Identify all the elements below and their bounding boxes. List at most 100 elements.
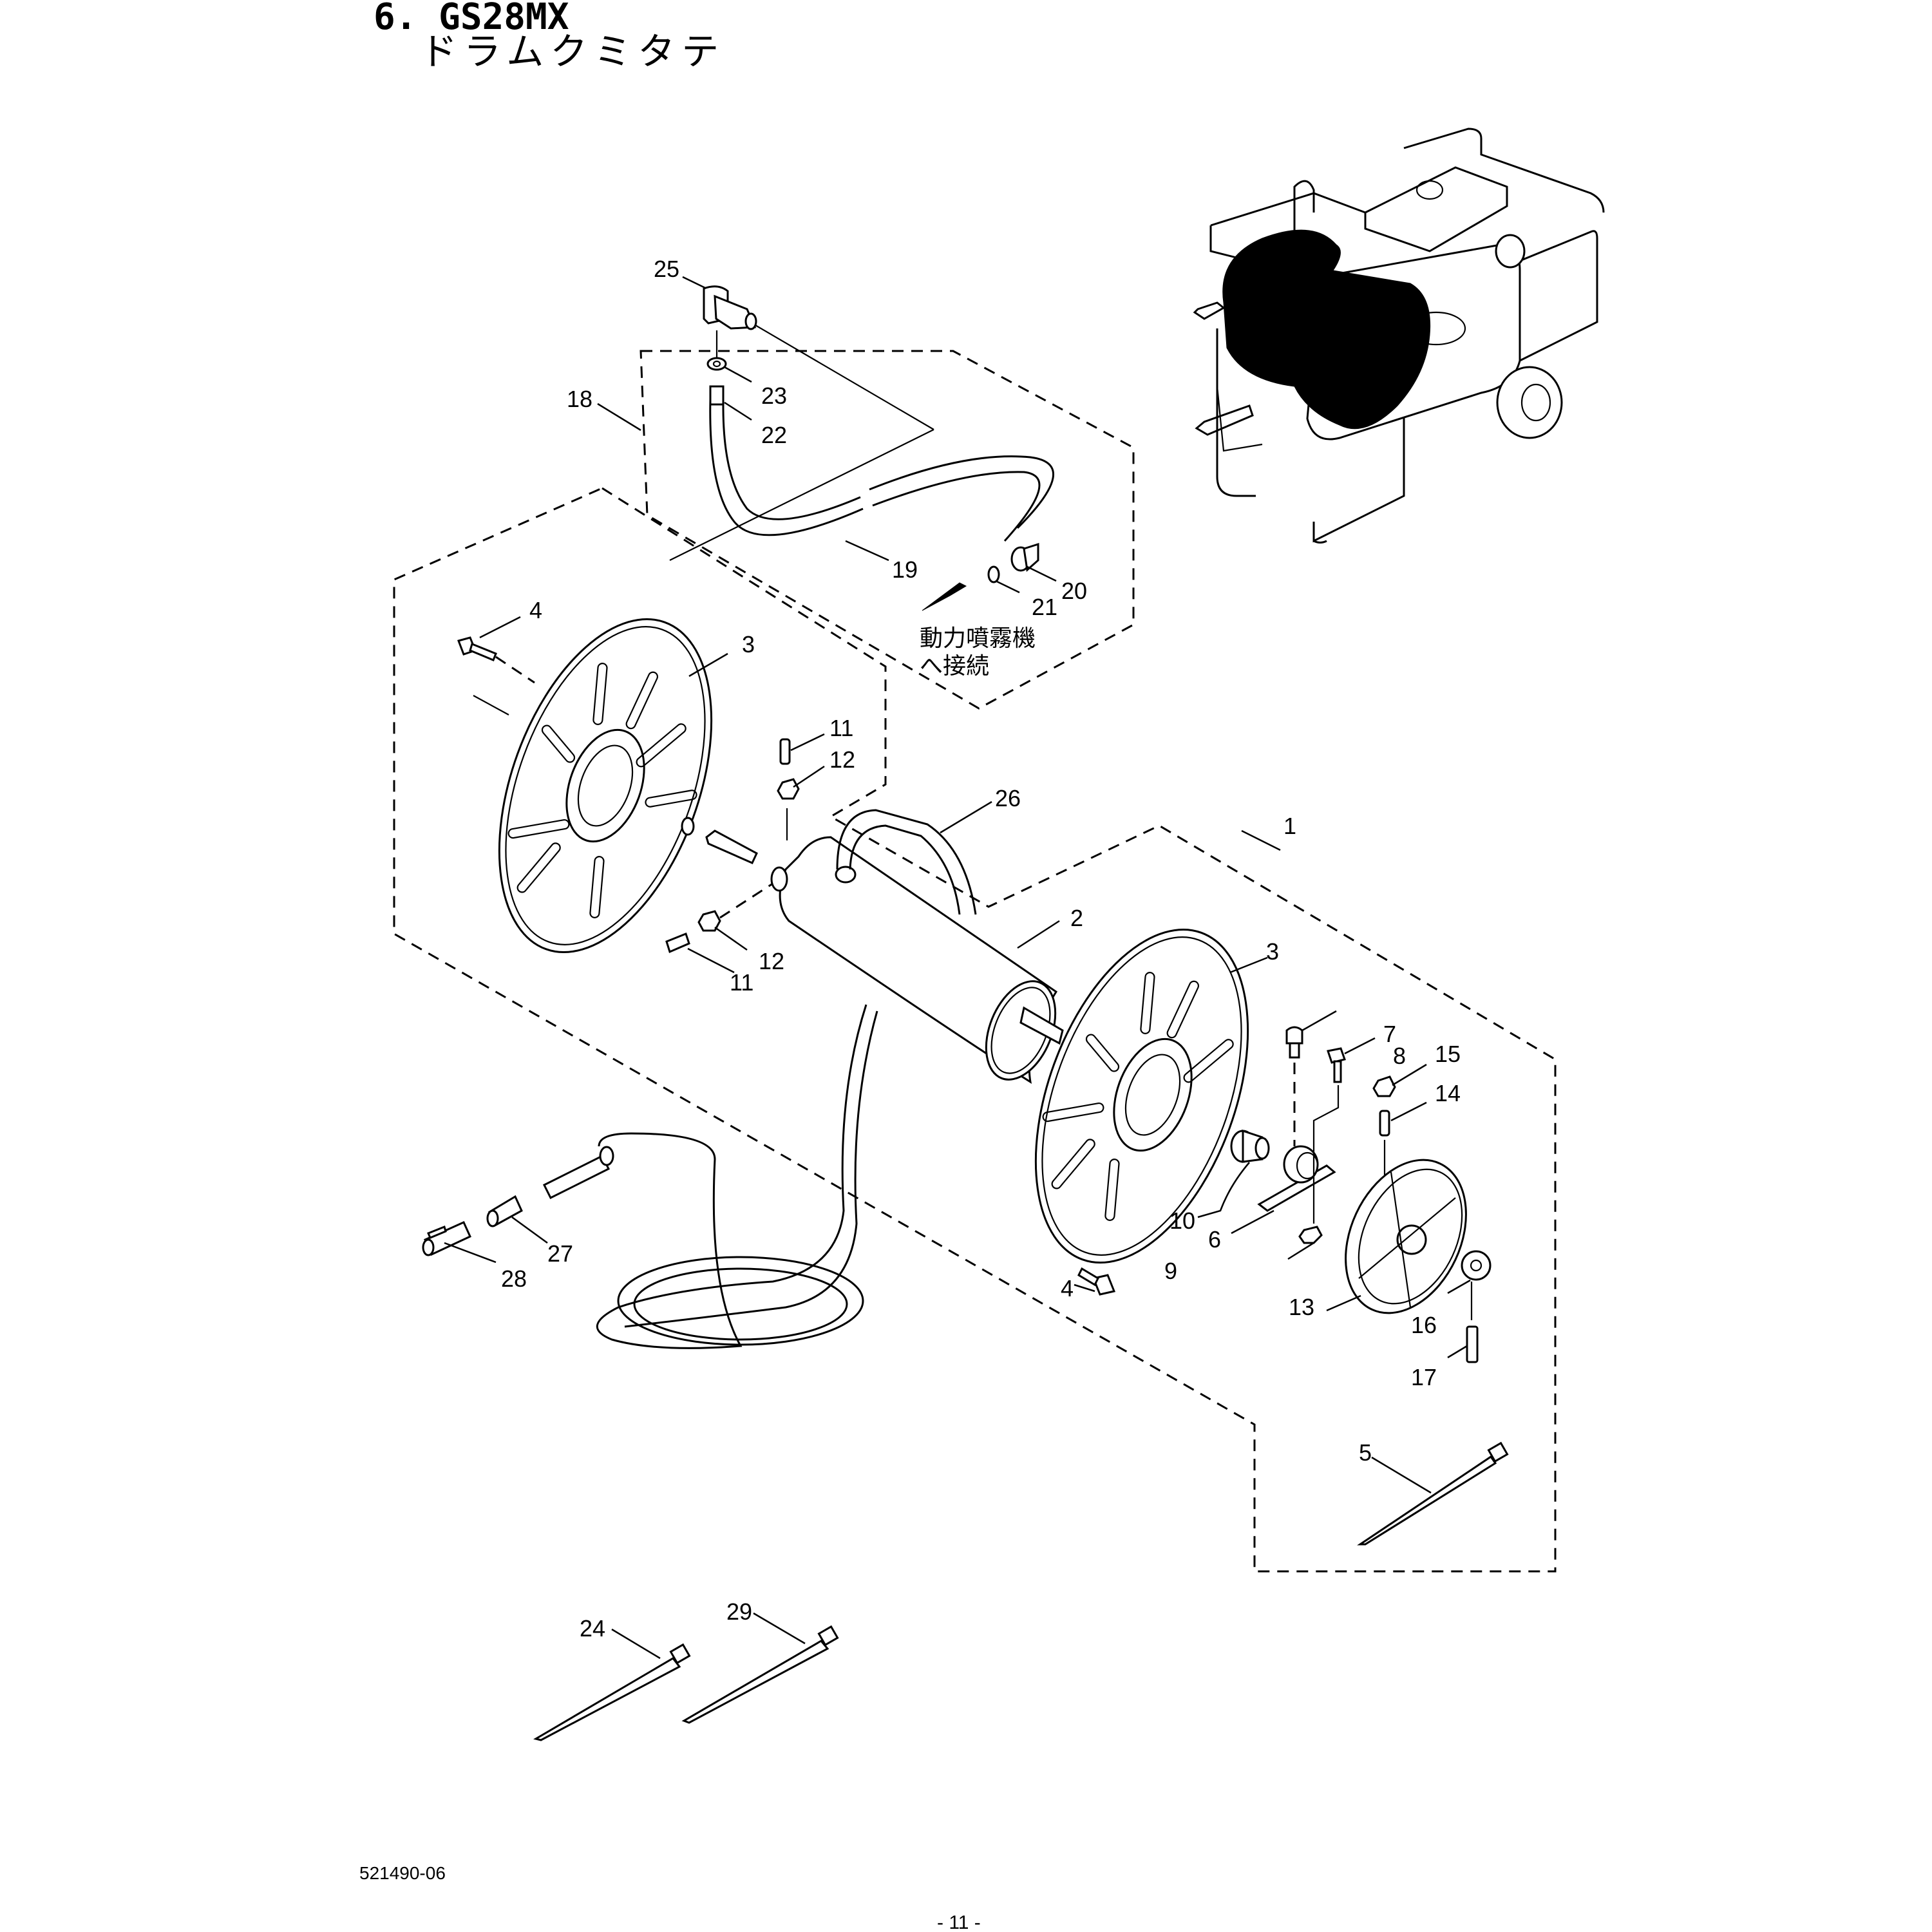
machine-frame-right — [1448, 230, 1598, 362]
callout-4-upper: 4 — [529, 597, 542, 623]
part-13-pulley — [1345, 1159, 1467, 1314]
leader-4b — [1074, 1283, 1095, 1293]
power-sprayer-machine-illustration — [1193, 128, 1605, 544]
callout-2: 2 — [1070, 905, 1083, 931]
callout-24: 24 — [580, 1615, 605, 1642]
leader-29 — [753, 1612, 806, 1645]
callout-28: 28 — [501, 1265, 527, 1292]
spray-gun-lower — [1195, 404, 1254, 436]
callout-18: 18 — [567, 386, 592, 412]
leader-16 — [1447, 1279, 1471, 1294]
document-number: 521490-06 — [359, 1863, 446, 1883]
part-16-sprocket — [1461, 1250, 1492, 1281]
group-box-1 — [393, 487, 1557, 1573]
part-19-hose — [709, 399, 1055, 542]
assembly-line-25 — [755, 325, 934, 430]
engine-cap — [1416, 180, 1444, 200]
part-22-hose-fitting — [709, 385, 724, 406]
leader-22 — [724, 401, 752, 421]
part-20-hose-nut — [1010, 542, 1039, 572]
long-hose — [596, 1004, 878, 1349]
part-8-bolt — [1327, 1047, 1346, 1083]
callout-14: 14 — [1435, 1080, 1461, 1106]
part-27-coupler — [486, 1195, 523, 1227]
callout-12-lower: 12 — [759, 948, 784, 974]
part-10-bushing — [1230, 1129, 1270, 1163]
machine-frame-top-left — [1210, 192, 1366, 227]
callout-29: 29 — [726, 1598, 752, 1625]
leader-23 — [724, 366, 752, 383]
part-11-set-screw-upper — [779, 738, 791, 765]
callout-labels: 25 23 22 18 19 20 21 4 3 11 12 26 1 2 3 … — [501, 256, 1461, 1642]
assembly-line-4a-b — [473, 695, 509, 715]
callout-3-left: 3 — [742, 631, 755, 658]
leader-15 — [1392, 1063, 1427, 1086]
leader-4a — [479, 616, 521, 639]
section-title: 6. GS28MX — [374, 0, 569, 38]
machine-frame-top — [1403, 128, 1605, 213]
callout-26: 26 — [995, 785, 1021, 811]
leader-28 — [444, 1242, 497, 1264]
assembly-subtitle: ドラムクミタテ — [420, 30, 725, 73]
part-26-hose-loop-inner — [849, 824, 961, 915]
leader-9 — [1287, 1242, 1314, 1260]
leader-19 — [845, 540, 889, 562]
leader-11b — [687, 947, 735, 974]
leader-25 — [682, 276, 706, 289]
part-11-set-screw-lower — [665, 933, 690, 954]
callout-16: 16 — [1411, 1312, 1437, 1338]
callout-22: 22 — [761, 422, 787, 448]
callout-13: 13 — [1289, 1294, 1314, 1320]
leader-24 — [611, 1628, 661, 1660]
callout-3-right: 3 — [1266, 938, 1279, 965]
machine-frame-front — [1312, 399, 1405, 543]
arrow-pointer-icon — [922, 582, 967, 611]
callout-11-upper: 11 — [829, 715, 853, 741]
spray-gun-upper — [1193, 301, 1226, 320]
drum-crank-handle — [1293, 180, 1315, 232]
callout-15: 15 — [1435, 1041, 1461, 1067]
part-14-set-screw — [1379, 1110, 1390, 1137]
flange-washer — [681, 817, 695, 836]
leader-20 — [1027, 565, 1057, 582]
part-29-cable-tie — [681, 1625, 839, 1724]
part-12-nut-upper — [777, 778, 800, 800]
part-24-cable-tie — [533, 1643, 691, 1741]
callout-7: 7 — [1383, 1021, 1396, 1047]
callout-8: 8 — [1393, 1043, 1406, 1069]
part-26-hose-loop — [836, 809, 977, 915]
leader-13 — [1326, 1294, 1361, 1312]
part-4-bolt-lower — [1077, 1267, 1116, 1296]
assembly-line-8 — [1312, 1085, 1340, 1224]
callout-19: 19 — [892, 556, 918, 583]
connection-note-line1: 動力噴霧機 — [920, 625, 1036, 652]
callout-12-upper: 12 — [829, 746, 855, 773]
leader-21 — [996, 580, 1020, 594]
part-2-drum-barrel — [770, 836, 1064, 1084]
part-7-bolt — [1285, 1026, 1303, 1059]
leader-7 — [1302, 1010, 1337, 1032]
part-3-drum-flange-right — [1034, 928, 1249, 1264]
leader-11a — [790, 733, 825, 752]
shaft-pin — [705, 829, 758, 864]
callout-6: 6 — [1208, 1226, 1221, 1253]
part-21-washer — [987, 565, 1000, 583]
callout-5: 5 — [1359, 1439, 1372, 1466]
machine-foot — [1312, 535, 1327, 544]
wheel-hub — [1520, 383, 1551, 422]
assembly-line-25b — [669, 429, 934, 561]
hose-drum-black — [1222, 229, 1431, 430]
part-9-nut — [1298, 1226, 1323, 1244]
part-3-drum-flange-left — [498, 618, 713, 954]
callout-21: 21 — [1032, 594, 1057, 620]
leader-12b — [714, 926, 748, 951]
callout-1: 1 — [1283, 813, 1296, 839]
part-28-ball-valve — [422, 1221, 471, 1256]
leader-14 — [1390, 1101, 1427, 1122]
group-box-18 — [639, 350, 1135, 710]
callout-11-lower: 11 — [730, 969, 753, 996]
leader-3b — [1229, 956, 1268, 974]
machine-hose-line — [1216, 386, 1263, 452]
washer-hole — [712, 360, 721, 368]
